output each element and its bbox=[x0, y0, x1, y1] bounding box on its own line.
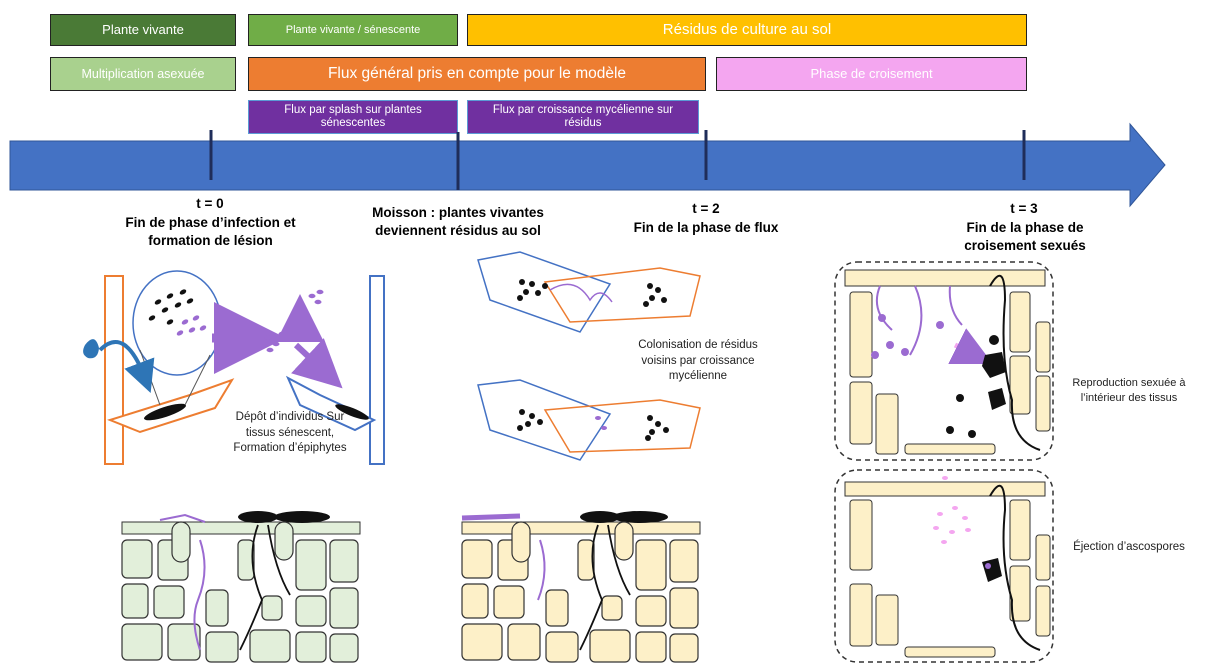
legend-plante-vivante: Plante vivante bbox=[50, 14, 236, 46]
t2-label: t = 2 bbox=[692, 201, 720, 216]
scene-residues bbox=[477, 251, 701, 461]
legend-flux-splash: Flux par splash sur plantes sénescentes bbox=[248, 100, 458, 134]
tissue-green bbox=[121, 511, 361, 663]
timeline-ticks bbox=[209, 130, 1026, 190]
t2-description: Fin de la phase de flux bbox=[633, 220, 779, 235]
timeline-arrow bbox=[9, 122, 1166, 208]
t3-label: t = 3 bbox=[1010, 201, 1038, 216]
annotation-ejection: Éjection d’ascospores bbox=[1073, 541, 1185, 553]
t3-description: Fin de la phase de croisement sexués bbox=[964, 220, 1086, 253]
moisson-description: Moisson : plantes vivantes deviennent ré… bbox=[372, 205, 544, 238]
tissue-cream bbox=[461, 511, 701, 663]
annotation-reproduction: Reproduction sexuée à l’intérieur des ti… bbox=[1072, 377, 1186, 404]
legend-residus: Résidus de culture au sol bbox=[467, 14, 1027, 46]
legend-plante-senescente: Plante vivante / sénescente bbox=[248, 14, 458, 46]
annotation-depot: Dépôt d’individus Sur tissus sénescent, … bbox=[233, 411, 347, 455]
legend-croisement: Phase de croisement bbox=[716, 57, 1027, 91]
scene-infection-splash bbox=[83, 270, 385, 465]
t0-description: Fin de phase d’infection et formation de… bbox=[125, 215, 296, 248]
legend-multiplication: Multiplication asexuée bbox=[50, 57, 236, 91]
legend-flux-mycelien: Flux par croissance mycélienne sur résid… bbox=[467, 100, 699, 134]
scene-reproduction bbox=[834, 261, 1054, 663]
legend-flux-general: Flux général pris en compte pour le modè… bbox=[248, 57, 706, 91]
t0-label: t = 0 bbox=[196, 196, 224, 211]
annotation-colonisation: Colonisation de résidus voisins par croi… bbox=[638, 339, 758, 383]
